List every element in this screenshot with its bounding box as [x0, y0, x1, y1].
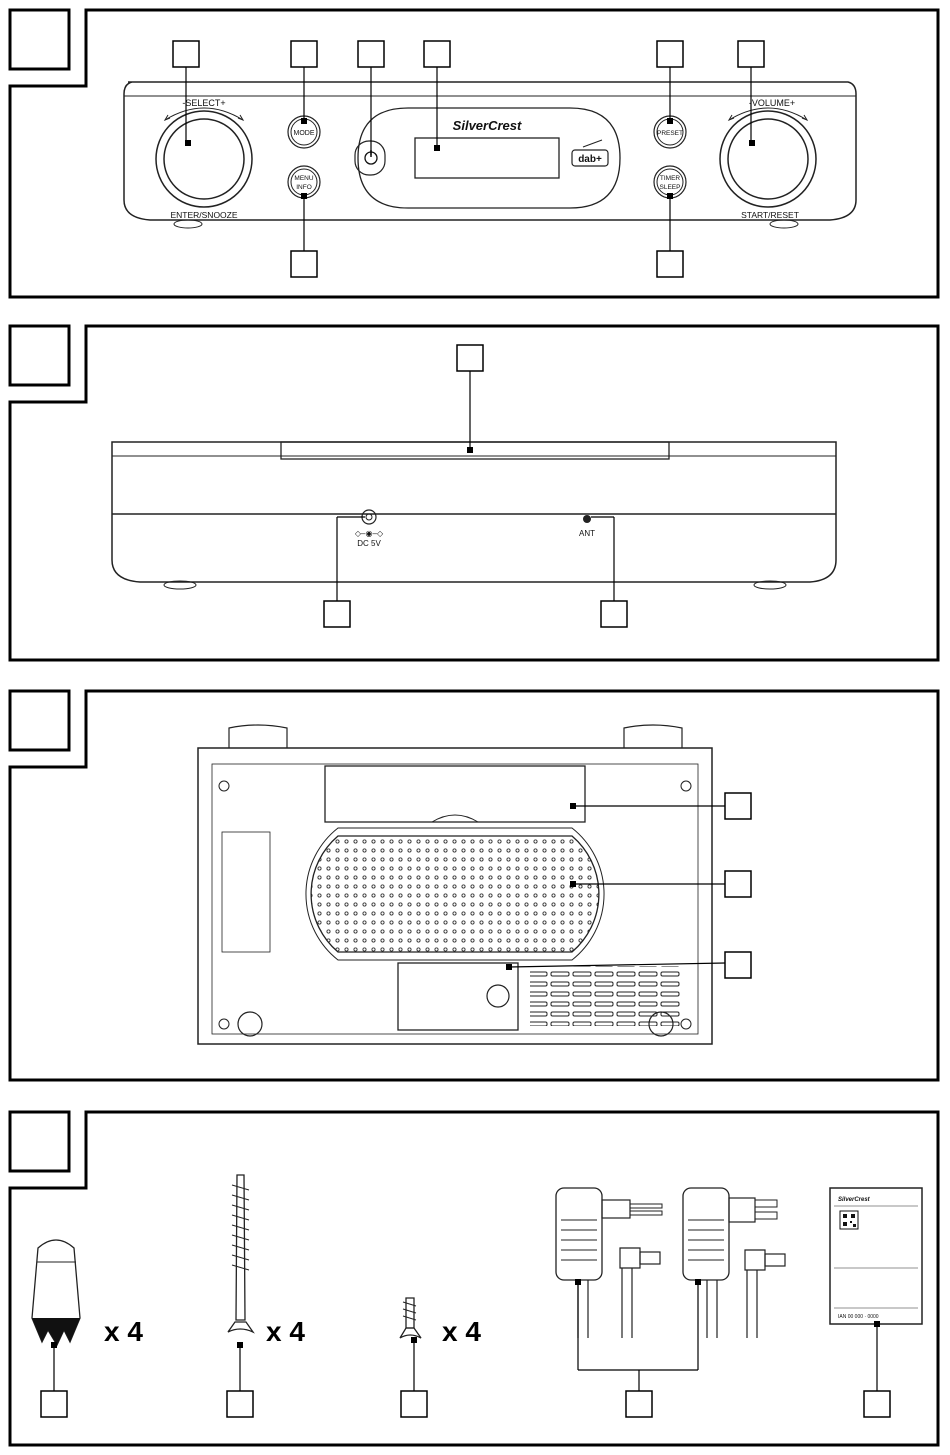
svg-text:MODE: MODE — [294, 130, 315, 137]
manual-code: IAN 00 000 · 0000 — [838, 1314, 879, 1320]
power-icon — [355, 141, 385, 175]
panel-accessories: x 4 x 4 x 4 — [10, 1112, 938, 1445]
panel-number-box — [10, 10, 69, 69]
svg-text:SLEEP: SLEEP — [660, 184, 681, 191]
panel-frame — [10, 10, 938, 297]
panel-number-box — [10, 1112, 69, 1171]
callout-boxes — [41, 1391, 890, 1417]
svg-text:dab+: dab+ — [578, 154, 602, 165]
short-screw-item — [400, 1298, 421, 1338]
select-label: -SELECT+ — [182, 98, 225, 108]
quantity-label: x 4 — [442, 1316, 481, 1347]
antenna-socket: ANT — [579, 515, 595, 538]
dc-jack: DC 5V ◇–◉–◇ — [355, 510, 384, 548]
qr-code — [840, 1211, 858, 1229]
manual-brand: SilverCrest — [838, 1197, 871, 1203]
start-reset-label: START/RESET — [741, 210, 799, 220]
panel-frame — [10, 1112, 938, 1445]
spacer-item — [32, 1240, 80, 1345]
panel-front: -SELECT+ ENTER/SNOOZE -VOLUME+ START/RES… — [10, 10, 938, 297]
timer-sleep-button: TIMER SLEEP — [654, 166, 686, 199]
speaker-grille — [311, 836, 599, 952]
panel-number-box — [10, 326, 69, 385]
power-adapter-eu — [556, 1188, 662, 1338]
callout-boxes — [173, 41, 764, 277]
dc-label: DC 5V — [357, 539, 381, 548]
menu-info-button: MENU INFO — [288, 166, 320, 199]
svg-text:INFO: INFO — [296, 184, 312, 191]
panel-frame — [10, 326, 938, 660]
panel-number-box — [10, 691, 69, 750]
svg-text:TIMER: TIMER — [660, 175, 681, 182]
quantity-label: x 4 — [266, 1316, 305, 1347]
enter-snooze-label: ENTER/SNOOZE — [170, 210, 237, 220]
mounting-plate — [325, 766, 585, 822]
dab-plus-logo: dab+ — [572, 140, 608, 166]
brand-logo: SilverCrest — [453, 118, 522, 133]
battery-compartment — [398, 963, 518, 1030]
long-screw-item — [228, 1175, 253, 1332]
volume-knob — [720, 108, 816, 207]
callout-boxes — [725, 793, 751, 978]
svg-text:PRESET: PRESET — [657, 130, 683, 137]
svg-text:◇–◉–◇: ◇–◉–◇ — [355, 529, 384, 538]
volume-label: -VOLUME+ — [749, 98, 795, 108]
quantity-label: x 4 — [104, 1316, 143, 1347]
panel-rear: DC 5V ◇–◉–◇ ANT — [10, 326, 938, 660]
callout-boxes — [324, 345, 627, 627]
ant-label: ANT — [579, 529, 595, 538]
select-knob — [156, 108, 252, 207]
vent-slots — [530, 966, 680, 1026]
label-area — [222, 832, 270, 952]
panel-underside — [10, 691, 938, 1080]
user-manual-item: SilverCrest IAN 00 000 · 0000 — [830, 1188, 922, 1324]
svg-text:MENU: MENU — [294, 175, 313, 182]
